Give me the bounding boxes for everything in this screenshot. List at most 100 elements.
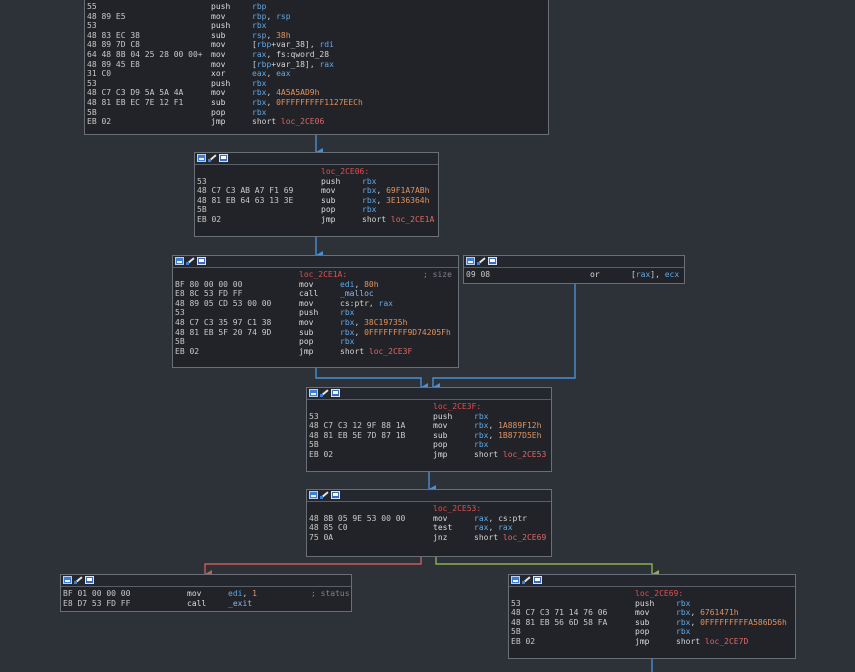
jump-target-label[interactable]: loc_2CE53 bbox=[502, 450, 547, 459]
opcode-bytes: 09 08 bbox=[466, 270, 491, 279]
jump-target-label[interactable]: loc_2CE1A bbox=[390, 215, 435, 224]
graph-view-icon[interactable] bbox=[175, 257, 184, 265]
mnemonic: pop bbox=[433, 440, 448, 450]
jump-target-label[interactable]: loc_2CE69 bbox=[502, 532, 547, 542]
screen-icon[interactable] bbox=[488, 257, 497, 265]
graph-view-icon[interactable] bbox=[309, 389, 318, 397]
screen-icon[interactable] bbox=[85, 576, 94, 584]
edit-pencil-icon[interactable] bbox=[477, 257, 486, 265]
opcode-bytes: 64 48 8B 04 25 28 00 00+ bbox=[87, 50, 203, 59]
operands: short loc_2CE53 bbox=[474, 450, 546, 460]
operand-text: , fs:qword_28 bbox=[266, 50, 330, 59]
screen-icon[interactable] bbox=[331, 389, 340, 397]
jump-target-label[interactable]: loc_2CE06 bbox=[280, 117, 325, 127]
register: rbx bbox=[362, 186, 377, 196]
mnemonic: push bbox=[211, 2, 231, 11]
graph-view-icon[interactable] bbox=[466, 257, 475, 265]
edit-pencil-icon[interactable] bbox=[522, 576, 531, 584]
operands: short loc_2CE1A bbox=[362, 215, 434, 225]
opcode-bytes: 48 83 EC 38 bbox=[87, 30, 140, 40]
screen-icon[interactable] bbox=[219, 154, 228, 162]
function-name[interactable]: _exit bbox=[228, 598, 253, 608]
jump-target-label[interactable]: loc_2CE7D bbox=[704, 637, 749, 646]
graph-view-icon[interactable] bbox=[309, 491, 318, 499]
edit-pencil-icon[interactable] bbox=[208, 154, 217, 162]
edit-pencil-icon[interactable] bbox=[74, 576, 83, 584]
mnemonic: mov bbox=[211, 11, 226, 21]
screen-icon[interactable] bbox=[331, 491, 340, 499]
graph-view-icon[interactable] bbox=[197, 154, 206, 162]
immediate-value: 3E136364h bbox=[386, 195, 430, 205]
graph-view-icon[interactable] bbox=[511, 576, 520, 584]
block-label[interactable]: loc_2CE1A: bbox=[299, 270, 348, 279]
edit-pencil-icon[interactable] bbox=[320, 491, 329, 499]
opcode-bytes: EB 02 bbox=[197, 215, 222, 224]
edit-pencil-icon[interactable] bbox=[186, 257, 195, 265]
operands: eax, eax bbox=[252, 69, 291, 79]
screen-icon[interactable] bbox=[533, 576, 542, 584]
function-name[interactable]: _malloc bbox=[340, 289, 374, 299]
block-label[interactable]: loc_2CE3F: bbox=[433, 402, 482, 411]
jump-target-label[interactable]: loc_2CE3F bbox=[368, 346, 413, 356]
block-label[interactable]: loc_2CE06: bbox=[321, 167, 370, 176]
graph-view-icon[interactable] bbox=[63, 576, 72, 584]
screen-icon[interactable] bbox=[197, 257, 206, 265]
edit-pencil-icon[interactable] bbox=[320, 389, 329, 397]
block-label[interactable]: loc_2CE69: bbox=[635, 589, 684, 598]
operand-text: , bbox=[690, 617, 701, 627]
operands: [rbp+var_38], rdi bbox=[252, 40, 334, 50]
block-label[interactable]: loc_2CE53: bbox=[433, 504, 482, 513]
